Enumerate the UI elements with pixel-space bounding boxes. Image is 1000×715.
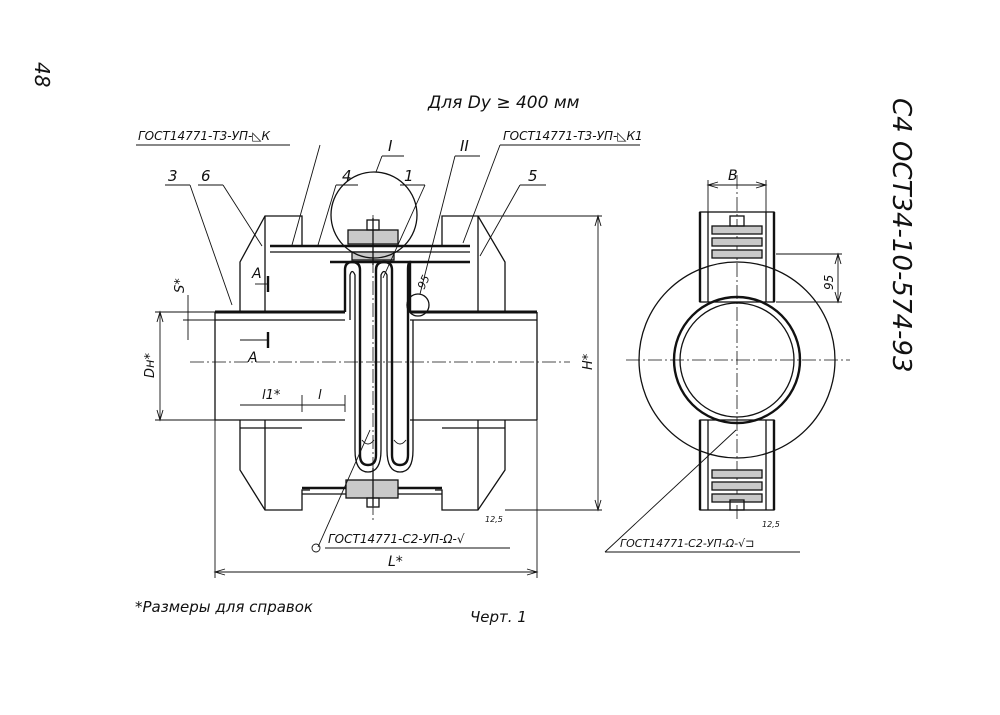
dimension-l: l [318,388,322,403]
side-callouts: B 95 ГОСТ14771-С2-УП-Ω-√⊐ 12,5 [604,168,842,553]
front-dimensions: S* Dн* l1* l H* L* [143,214,602,578]
side-view [626,175,850,520]
figure-caption: Черт. 1 [470,608,527,626]
section-mark-bottom: А [247,350,258,366]
detail-label-2: II [460,137,469,155]
dimension-s: S* [173,278,188,293]
footnote: *Размеры для справок [135,598,313,616]
weld-callout-top-left: ГОСТ14771-Т3-УП-◺К [138,129,271,143]
section-mark-top: А [251,266,262,282]
front-view [190,171,570,520]
detail-label-1: I [388,137,393,155]
dimension-95-front: 95 [415,273,433,291]
roughness-right: 12,5 [762,520,780,529]
weld-callout-bottom: ГОСТ14771-С2-УП-Ω-√ [328,532,465,546]
dimension-h: H* [581,353,596,370]
position-4: 4 [342,167,352,185]
position-6: 6 [201,167,211,185]
page-number: 48 [30,62,54,87]
detail-circle-2 [406,293,430,317]
dimension-L: L* [388,554,403,570]
position-5: 5 [528,167,538,185]
detail-circle-1 [330,171,418,259]
roughness-bottom: 12,5 [485,515,503,524]
dimension-l1: l1* [262,388,281,403]
position-1: 1 [404,167,414,185]
dimension-b: B [728,168,738,184]
dimension-dn: Dн* [143,352,158,378]
document-code: С4 ОСТ34-10-574-93 [886,98,916,373]
position-3: 3 [168,167,178,185]
drawing-title: Для Dу ≥ 400 мм [427,93,580,113]
dimension-95-side: 95 [822,275,836,290]
weld-callout-right: ГОСТ14771-С2-УП-Ω-√⊐ [620,537,754,550]
front-callouts: ГОСТ14771-Т3-УП-◺К ГОСТ14771-Т3-УП-◺К1 3… [136,129,643,553]
weld-callout-top-right: ГОСТ14771-Т3-УП-◺К1 [503,129,643,143]
